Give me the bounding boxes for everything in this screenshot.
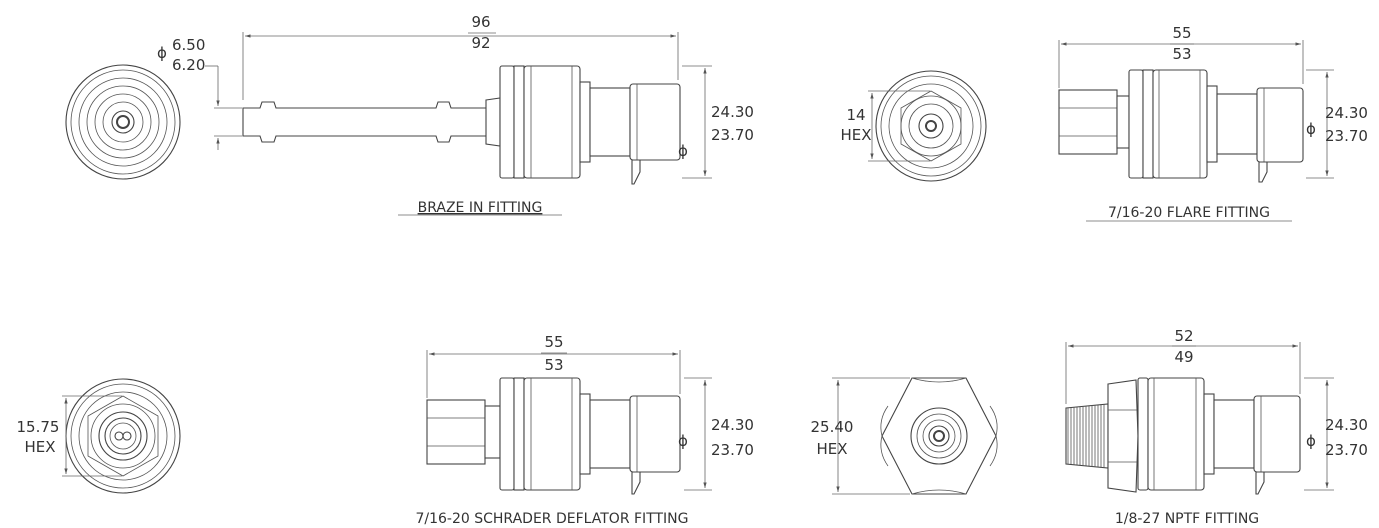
flare-end-view — [875, 70, 987, 182]
schrader-body-dia-min: 23.70 — [711, 441, 754, 459]
schrader-length-min: 53 — [544, 356, 563, 374]
nptf-body-dia-max: 24.30 — [1325, 416, 1368, 434]
nptf-length-max: 52 — [1174, 327, 1193, 345]
flare-length-min: 53 — [1172, 45, 1191, 63]
schrader-dimensions: 55 53 15.75 HEX ϕ 24.30 23.70 — [17, 333, 754, 491]
flare-caption: 7/16-20 FLARE FITTING — [1108, 205, 1270, 221]
nptf-dimensions: 52 49 25.40 HEX ϕ 24.30 23.70 — [811, 327, 1368, 495]
braze-caption: BRAZE IN FITTING — [418, 200, 543, 216]
nptf-end-view — [880, 377, 998, 495]
braze-length-max: 96 — [471, 13, 490, 31]
flare-dimensions: 55 53 14 HEX ϕ 24.30 23.70 — [840, 24, 1368, 179]
nptf-hex-label: HEX — [816, 440, 847, 458]
braze-length-min: 92 — [471, 34, 490, 52]
flare-length-max: 55 — [1172, 24, 1191, 42]
braze-tube-dia-min: 6.20 — [172, 56, 205, 74]
braze-dimensions: 96 92 ϕ 6.50 6.20 ϕ 24.30 23.70 — [157, 13, 754, 179]
schrader-side-view — [426, 377, 681, 495]
schrader-hex-label: HEX — [24, 438, 55, 456]
nptf-caption: 1/8-27 NPTF FITTING — [1115, 511, 1259, 527]
nptf-side-view — [1065, 377, 1301, 495]
schrader-length-max: 55 — [544, 333, 563, 351]
braze-end-view — [65, 64, 181, 180]
braze-body-diameter-symbol: ϕ — [678, 142, 688, 160]
braze-body-dia-min: 23.70 — [711, 126, 754, 144]
nptf-body-dia-min: 23.70 — [1325, 441, 1368, 459]
braze-body-dia-max: 24.30 — [711, 103, 754, 121]
schrader-hex-size: 15.75 — [17, 418, 60, 436]
nptf-length-min: 49 — [1174, 348, 1193, 366]
schrader-body-dia-max: 24.30 — [711, 416, 754, 434]
flare-hex-size: 14 — [846, 106, 865, 124]
flare-body-dia-min: 23.70 — [1325, 127, 1368, 145]
braze-side-view — [242, 65, 681, 185]
flare-side-view — [1058, 69, 1304, 183]
schrader-caption: 7/16-20 SCHRADER DEFLATOR FITTING — [415, 511, 688, 527]
schrader-body-diameter-symbol: ϕ — [678, 432, 688, 450]
braze-tube-dia-max: 6.50 — [172, 36, 205, 54]
flare-hex-label: HEX — [840, 126, 871, 144]
braze-tube-diameter-symbol: ϕ — [157, 44, 167, 62]
nptf-body-diameter-symbol: ϕ — [1306, 432, 1316, 450]
flare-body-diameter-symbol: ϕ — [1306, 120, 1316, 138]
nptf-hex-size: 25.40 — [811, 418, 854, 436]
flare-body-dia-max: 24.30 — [1325, 104, 1368, 122]
